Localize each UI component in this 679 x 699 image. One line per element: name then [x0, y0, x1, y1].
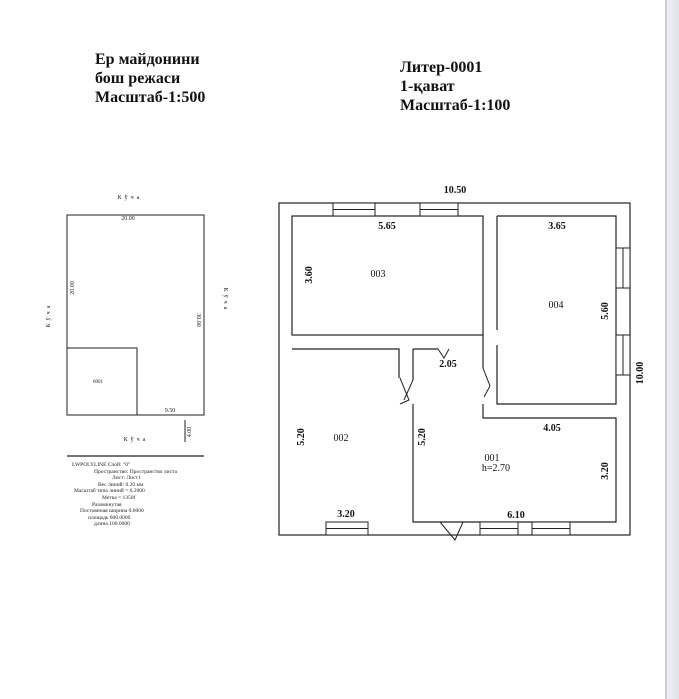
site-offset: 4.00: [187, 427, 193, 438]
room-002-width: 3.20: [337, 509, 355, 520]
scan-edge-line: [665, 0, 667, 699]
room-002-depth: 5.20: [296, 428, 307, 446]
site-left-depth: 20.00: [70, 281, 76, 295]
site-street-top: Кўча: [118, 194, 143, 201]
site-street-bottom: Кўча: [124, 436, 149, 443]
site-street-left: Кўча: [45, 303, 52, 328]
room-002-outline: [292, 348, 400, 378]
info-line: длина 100.0000: [94, 521, 130, 528]
door-entrance: [439, 521, 464, 541]
site-plan-title-line-2: бош режаси: [95, 70, 181, 87]
floor-plan-title-line-3: Масштаб-1:100: [400, 97, 511, 114]
info-line: Пространство: Пространство листа: [94, 468, 177, 475]
room-001-depth: 3.20: [600, 462, 611, 480]
room-004-width: 3.65: [548, 221, 566, 232]
info-line: LWPOLYLINE Слой: "0": [72, 462, 131, 468]
room-003-depth: 3.60: [304, 266, 315, 284]
door-004: [482, 367, 491, 398]
room-004-outline: [496, 215, 617, 405]
room-001-inner-width: 4.05: [543, 423, 561, 434]
site-plan-title-line-3: Масштаб-1:500: [95, 89, 206, 106]
site-street-right: Кўча: [222, 288, 229, 313]
site-right-depth: 30.00: [195, 313, 201, 327]
floor-plan-title-line-2: 1-қават: [400, 78, 455, 95]
room-004-depth: 5.60: [600, 302, 611, 320]
info-block: LWPOLYLINE Слой: "0" Пространство: Прост…: [72, 462, 242, 528]
room-001-width: 6.10: [507, 510, 525, 521]
room-001-label: 001: [485, 453, 500, 464]
room-002-label: 002: [334, 433, 349, 444]
site-building-label: 0001: [93, 380, 104, 385]
room-001-inner-depth: 5.20: [417, 428, 428, 446]
info-line: Масштаб типа линий = 0.2000: [74, 488, 145, 495]
info-line: Вес линий: 0.20 мм: [98, 481, 144, 488]
info-line: Лист: Лист1: [112, 475, 141, 482]
site-plan-title: Ер майдонини бош режаси Масштаб-1:500: [95, 50, 205, 107]
site-plan-title-line-1: Ер майдонини: [95, 51, 200, 68]
room-001-outline: [412, 404, 617, 523]
room-003-width: 5.65: [378, 221, 396, 232]
site-bottom-width: 9.50: [165, 408, 176, 414]
info-line: площадь 600.0000: [88, 514, 131, 521]
floor-plan-title: Литер-0001 1-қават Масштаб-1:100: [400, 58, 510, 115]
room-004-label: 004: [549, 300, 564, 311]
overall-width-label: 10.50: [444, 185, 467, 196]
door-002: [399, 377, 410, 405]
door-003: [437, 348, 450, 359]
room-003-outline: [291, 215, 484, 336]
overall-depth-label: 10.00: [635, 362, 646, 385]
site-building-footprint: [66, 347, 138, 416]
info-line: Постоянная ширина 0.0000: [80, 508, 144, 515]
info-line: Метка = 1350f: [102, 494, 136, 501]
room-001-height: h=2.70: [482, 463, 510, 474]
door-001-side: [403, 379, 414, 401]
info-line: Разомкнутая: [92, 501, 122, 508]
scan-edge-shade: [667, 0, 679, 699]
room-003-label: 003: [371, 269, 386, 280]
floor-plan-title-line-1: Литер-0001: [400, 59, 483, 76]
corridor-width: 2.05: [439, 359, 457, 370]
site-top-width: 20.00: [121, 216, 135, 222]
